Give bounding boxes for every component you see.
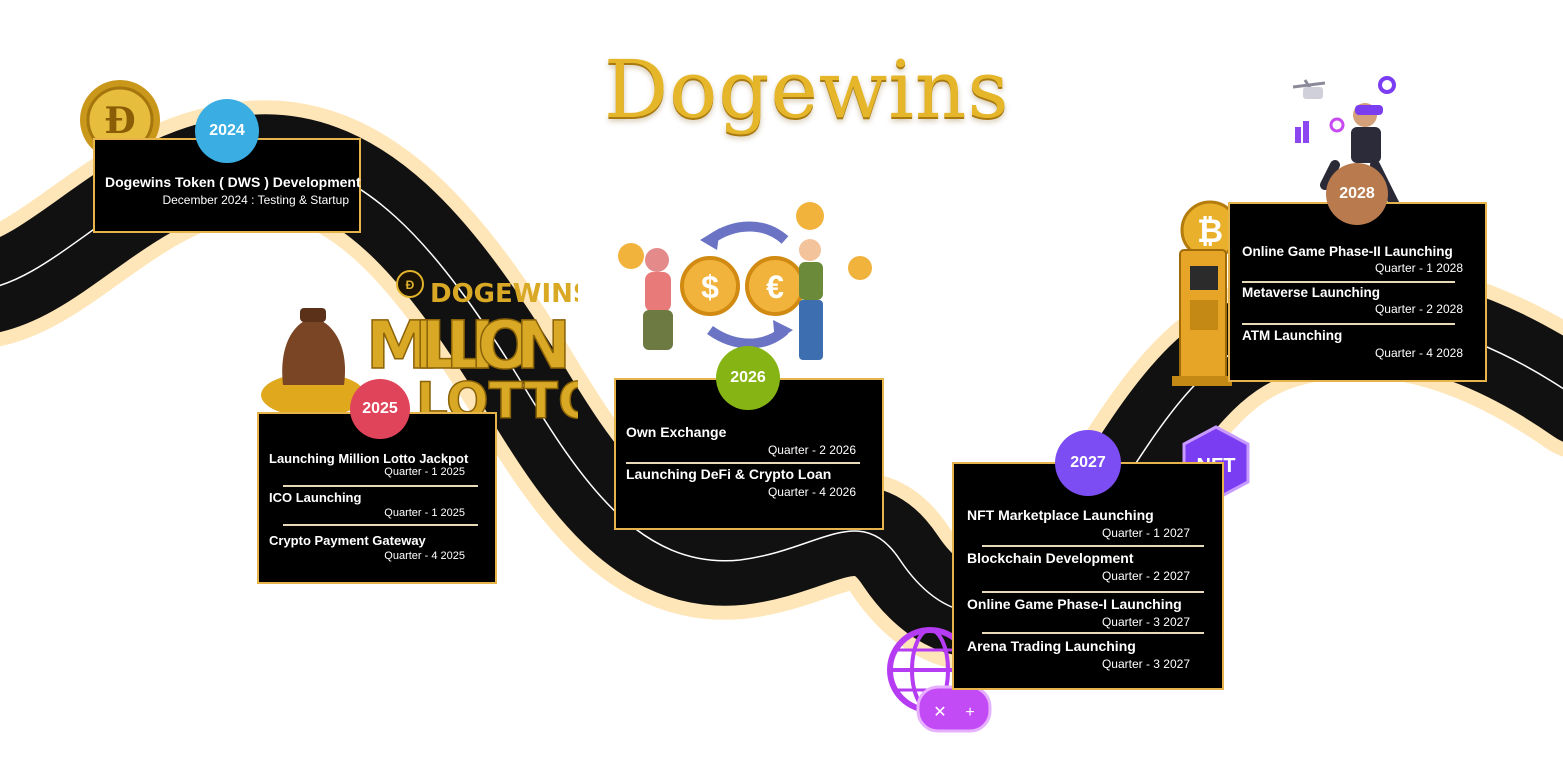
milestone-item-title: Metaverse Launching xyxy=(1242,285,1381,300)
milestone-item-title: Blockchain Development xyxy=(967,550,1134,566)
svg-text:+: + xyxy=(965,704,974,721)
svg-text:₿: ₿ xyxy=(1197,213,1223,249)
milestone-item-date: Quarter - 1 2028 xyxy=(1374,261,1463,275)
milestone-2028-card: Online Game Phase-II Launching Quarter -… xyxy=(1228,202,1487,382)
milestone-item-date: Quarter - 2 2027 xyxy=(1101,569,1190,583)
milestone-item-title: Crypto Payment Gateway xyxy=(269,533,426,548)
milestone-divider xyxy=(283,485,478,487)
crypto-atm-icon: ₿ xyxy=(1172,200,1238,386)
svg-text:Đ: Đ xyxy=(406,278,415,292)
milestone-item-title: Dogewins Token ( DWS ) Development xyxy=(105,174,361,190)
svg-text:$: $ xyxy=(701,269,719,305)
milestone-item-date: Quarter - 2 2026 xyxy=(767,443,856,457)
million-lotto-banner: Đ DOGEWINS MILLION LOTTO xyxy=(261,270,578,430)
lotto-million-text: MILLION xyxy=(366,307,571,384)
milestone-item-date: Quarter - 3 2027 xyxy=(1101,657,1190,671)
milestone-item-title: ICO Launching xyxy=(269,490,362,505)
milestone-item-date: Quarter - 4 2028 xyxy=(1374,346,1463,360)
milestone-item-title: Online Game Phase-I Launching xyxy=(967,596,1182,612)
year-badge-2026: 2026 xyxy=(716,346,780,410)
year-badge-2024: 2024 xyxy=(195,99,259,163)
milestone-item-date: Quarter - 1 2025 xyxy=(384,507,465,519)
svg-text:Đ: Đ xyxy=(104,100,135,142)
milestone-item-title: Online Game Phase-II Launching xyxy=(1242,244,1453,259)
milestone-item-title: Launching DeFi & Crypto Loan xyxy=(626,466,832,482)
milestone-divider xyxy=(283,524,478,526)
milestone-2025-card: Launching Million Lotto Jackpot Quarter … xyxy=(257,412,497,584)
year-badge-2025: 2025 xyxy=(350,379,410,439)
milestone-item-date: Quarter - 1 2027 xyxy=(1101,526,1190,540)
milestone-item-title: ATM Launching xyxy=(1242,328,1343,343)
milestone-item-title: Launching Million Lotto Jackpot xyxy=(269,451,469,466)
year-badge-2028: 2028 xyxy=(1326,163,1388,225)
milestone-item-title: Own Exchange xyxy=(626,424,727,440)
brand-logo: Dogewins xyxy=(604,43,1010,136)
milestone-item-date: December 2024 : Testing & Startup xyxy=(162,193,349,207)
milestone-item-date: Quarter - 2 2028 xyxy=(1374,302,1463,316)
milestone-item-date: Quarter - 3 2027 xyxy=(1101,615,1190,629)
milestone-2027-card: NFT Marketplace Launching Quarter - 1 20… xyxy=(952,462,1224,690)
milestone-divider xyxy=(626,462,860,464)
milestone-divider xyxy=(982,591,1204,593)
milestone-item-date: Quarter - 1 2025 xyxy=(384,466,465,478)
exchange-illustration: $ € xyxy=(618,202,872,360)
milestone-item-title: Arena Trading Launching xyxy=(967,638,1136,654)
svg-text:€: € xyxy=(766,269,784,305)
svg-text:✕: ✕ xyxy=(933,704,946,721)
lotto-brand-text: DOGEWINS xyxy=(430,279,578,309)
milestone-divider xyxy=(1242,323,1455,325)
milestone-divider xyxy=(982,545,1204,547)
milestone-divider xyxy=(1242,281,1455,283)
milestone-item-date: Quarter - 4 2026 xyxy=(767,485,856,499)
milestone-item-title: NFT Marketplace Launching xyxy=(967,507,1154,523)
year-badge-2027: 2027 xyxy=(1055,430,1121,496)
milestone-divider xyxy=(982,632,1204,634)
milestone-item-date: Quarter - 4 2025 xyxy=(384,550,465,562)
